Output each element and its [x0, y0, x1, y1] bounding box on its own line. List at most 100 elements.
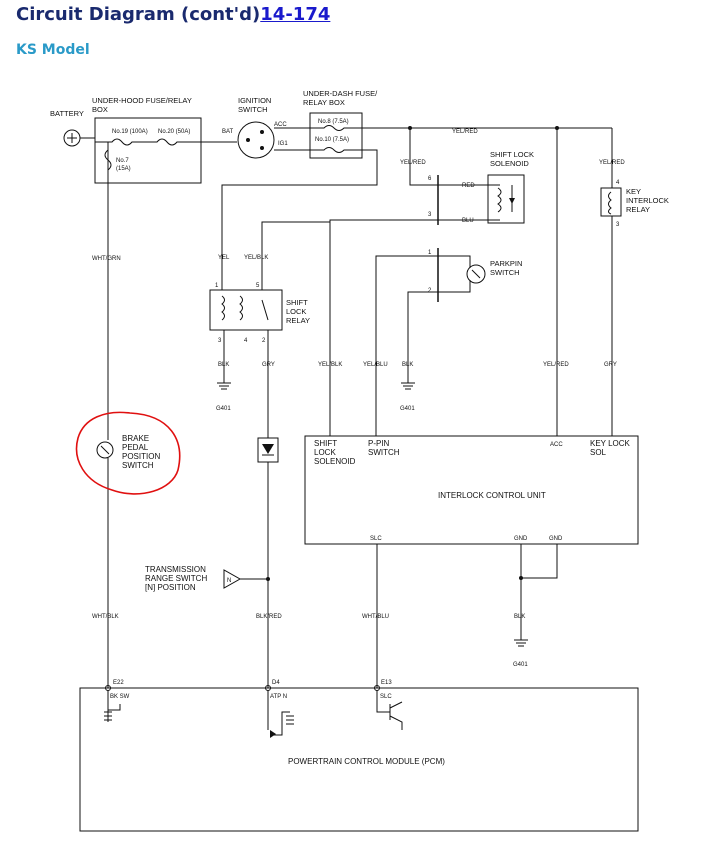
fuse-7-label: No.7	[116, 158, 129, 164]
fuse-20-label: No.20 (50A)	[158, 129, 190, 135]
gry-label-1: GRY	[262, 362, 275, 368]
under-dash-box-label-2: RELAY BOX	[303, 98, 345, 107]
key-interlock-label-1: KEY	[626, 187, 641, 196]
blk-label-2: BLK	[402, 362, 413, 368]
shift-lock-relay-label-3: RELAY	[286, 316, 310, 325]
wire	[438, 255, 471, 268]
parkpin-label-1: PARKPIN	[490, 259, 522, 268]
blk-red-label: BLK/RED	[256, 614, 282, 620]
solenoid-coil	[497, 187, 502, 213]
slc-pcm-label: SLC	[380, 694, 392, 700]
relay-coil	[221, 295, 225, 321]
fuse-19-20-symbol	[95, 138, 201, 146]
shift-lock-relay	[209, 289, 283, 331]
trs-label-3: [N] POSITION	[145, 583, 196, 592]
page-title-text: Circuit Diagram (cont'd)	[16, 4, 261, 25]
bk-sw-label: BK SW	[110, 694, 130, 700]
arrow	[270, 730, 276, 738]
icu-slc-label: SLC	[370, 536, 382, 542]
n-label: N	[227, 578, 231, 584]
fuse-10-label: No.10 (7.5A)	[315, 137, 349, 143]
ig1-label: IG1	[278, 141, 288, 147]
key-interlock-label-3: RELAY	[626, 205, 650, 214]
ignition-terminal	[260, 130, 264, 134]
relay-pin-2: 2	[262, 338, 266, 344]
ignition-switch	[237, 121, 275, 159]
model-heading: KS Model	[16, 42, 90, 58]
icu-key-label-2: SOL	[590, 448, 607, 457]
icu-shift-label-3: SOLENOID	[314, 457, 356, 466]
trs-label-1: TRANSMISSION	[145, 565, 206, 574]
icu-acc-label: ACC	[550, 442, 563, 448]
bat-label: BAT	[222, 129, 234, 135]
parkpin-switch	[466, 264, 486, 284]
yel-red-sl-label: YEL/RED	[400, 160, 426, 166]
wht-blk-label: WHT/BLK	[92, 614, 119, 620]
ignition-terminal	[246, 138, 250, 142]
diode-symbol	[262, 444, 274, 454]
under-hood-fuse-box	[94, 117, 202, 184]
key-pin-4: 4	[616, 180, 620, 186]
shift-lock-solenoid-label-1: SHIFT LOCK	[490, 150, 534, 159]
under-dash-fuse-box	[309, 112, 363, 159]
icu-shift-label-2: LOCK	[314, 448, 336, 457]
pcm-input-symbol	[267, 690, 294, 736]
switch-contact	[100, 445, 110, 455]
relay-pin-3: 3	[218, 338, 222, 344]
page-reference-link[interactable]: 14-174	[260, 4, 331, 25]
yel-blk-wire	[329, 219, 438, 436]
e13-label: E13	[381, 680, 392, 686]
shift-lock-relay-label-1: SHIFT	[286, 298, 308, 307]
relay-pin-5: 5	[256, 283, 260, 289]
atp-n-label: ATP N	[270, 694, 287, 700]
shift-lock-solenoid-label-2: SOLENOID	[490, 159, 529, 168]
switch-contact	[471, 269, 481, 279]
parkpin-label-2: SWITCH	[490, 268, 520, 277]
wire	[438, 280, 471, 293]
key-pin-3: 3	[616, 222, 620, 228]
yel-red-label-2: YEL/RED	[543, 362, 569, 368]
icu-gnd-label-2: GND	[549, 536, 563, 542]
gry-label-2: GRY	[604, 362, 617, 368]
pin-1-label: 1	[428, 250, 432, 256]
g401-label-a: G401	[216, 406, 231, 412]
icu-key-label-1: KEY LOCK	[590, 439, 631, 448]
yel-blu-wire	[375, 255, 438, 436]
relay-contact	[261, 299, 269, 321]
acc-terminal-label: ACC	[274, 122, 287, 128]
fuse-10-symbol	[310, 147, 362, 153]
brake-switch-label-2: PEDAL	[122, 443, 149, 452]
powertrain-control-module	[79, 687, 639, 832]
brake-switch-label-1: BRAKE	[122, 434, 149, 443]
under-hood-box-label-1: UNDER-HOOD FUSE/RELAY	[92, 96, 192, 105]
fuse-19-label: No.19 (100A)	[112, 129, 148, 135]
icu-shift-label-1: SHIFT	[314, 439, 337, 448]
red-label: RED	[462, 183, 475, 189]
red-annotation-circle	[75, 411, 181, 495]
gnd-wire	[520, 544, 558, 640]
battery-label: BATTERY	[50, 109, 84, 118]
key-interlock-relay	[600, 187, 622, 217]
splice	[266, 577, 270, 581]
brake-pedal-switch	[96, 441, 114, 459]
relay-pin-4: 4	[244, 338, 248, 344]
yel-label: YEL	[218, 255, 230, 261]
pcm-output-transistor	[376, 690, 403, 730]
fuse-7-symbol	[104, 149, 112, 171]
ignition-terminal	[260, 146, 264, 150]
brake-switch-label-3: POSITION	[122, 452, 160, 461]
fuse-8-symbol	[310, 125, 362, 131]
icu-ppin-label-2: SWITCH	[368, 448, 400, 457]
battery	[63, 129, 81, 147]
ignition-switch-label-1: IGNITION	[238, 96, 271, 105]
ground-symbol	[514, 639, 528, 647]
shift-lock-solenoid	[487, 174, 525, 224]
relay-coil	[608, 191, 612, 215]
fuse-8-label: No.8 (7.5A)	[318, 119, 349, 125]
wire	[409, 128, 438, 186]
d4-label: D4	[272, 680, 280, 686]
pcm-title: POWERTRAIN CONTROL MODULE (PCM)	[288, 757, 445, 766]
key-interlock-label-2: INTERLOCK	[626, 196, 669, 205]
under-dash-box-label-1: UNDER-DASH FUSE/	[303, 89, 378, 98]
